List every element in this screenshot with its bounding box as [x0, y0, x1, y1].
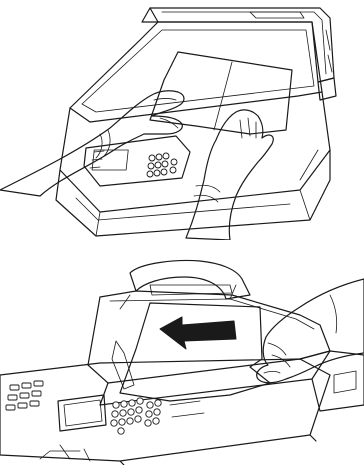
operation-panel: [84, 136, 190, 186]
figure-document-processor: [0, 255, 364, 465]
function-keys: [6, 381, 43, 410]
operation-panel: [0, 359, 330, 465]
platen-glass: [82, 30, 314, 112]
document-processor-illustration: [0, 255, 364, 465]
figure-platen-glass: [0, 0, 364, 240]
numeric-keypad: [111, 398, 161, 434]
platen-glass-illustration: [0, 0, 364, 240]
numeric-keypad: [147, 153, 177, 177]
lcd-screen: [58, 395, 106, 431]
right-hand: [257, 279, 364, 383]
right-hand: [186, 110, 273, 240]
original-document: [120, 303, 270, 401]
original-document: [150, 52, 292, 134]
insert-direction-arrow: [160, 317, 236, 349]
